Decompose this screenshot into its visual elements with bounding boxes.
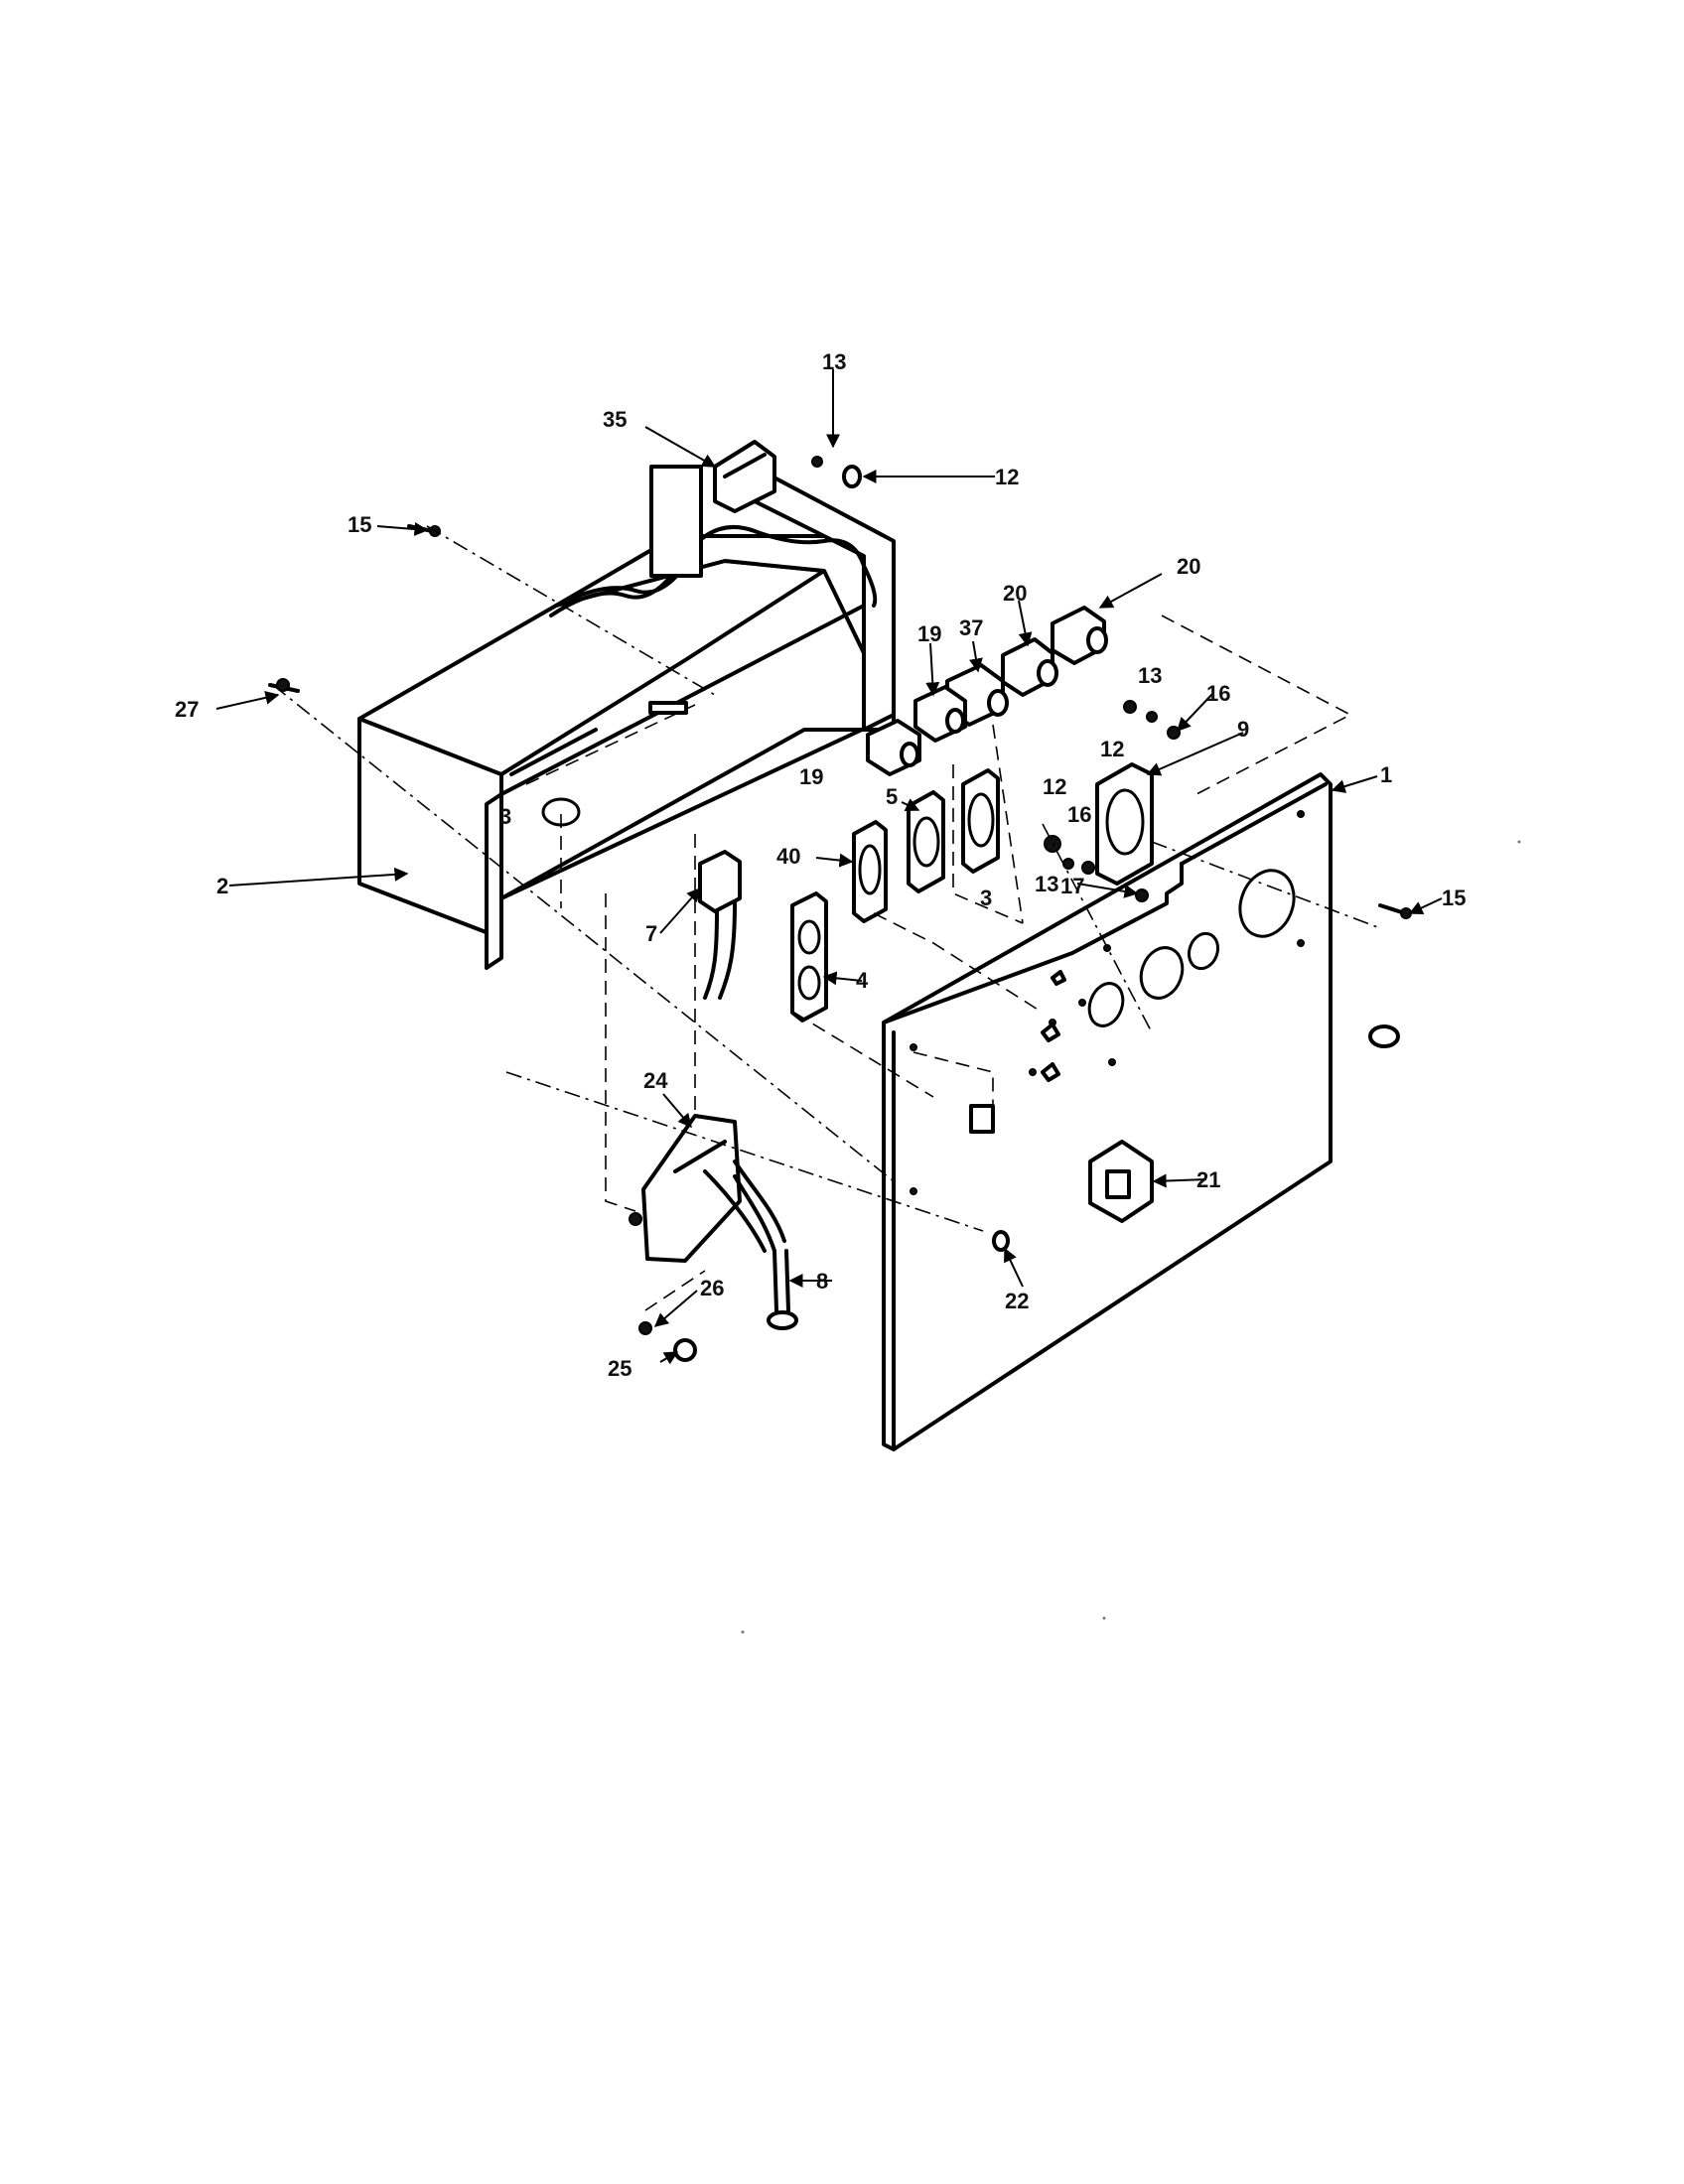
label-27: 27 (175, 697, 199, 722)
label-13-mid: 13 (1035, 872, 1058, 896)
knob-right (1368, 1024, 1400, 1048)
socket-20-right (1051, 606, 1108, 665)
label-5-num: 5 (886, 784, 898, 809)
receptacle-40 (852, 820, 888, 923)
speck (741, 1630, 745, 1634)
label-24: 24 (643, 1068, 668, 1093)
receptacle-9 (1095, 762, 1154, 886)
label-13-top: 13 (822, 349, 846, 374)
label-2: 2 (216, 874, 228, 898)
label-19-lower: 19 (799, 764, 823, 789)
label-4: 4 (856, 968, 869, 993)
nut-12-top (842, 465, 862, 488)
leader-lines (215, 369, 1443, 1365)
label-40: 40 (776, 844, 800, 869)
screw-15-right (1378, 903, 1412, 919)
label-25: 25 (608, 1356, 632, 1381)
receptacle-4 (790, 891, 828, 1023)
label-1: 1 (1380, 762, 1392, 787)
cabinet-housing (357, 455, 896, 970)
part-number-labels: 13 35 12 15 20 20 19 37 13 16 12 9 1 27 … (175, 349, 1466, 1381)
washer-13-mid (1062, 858, 1074, 870)
label-35: 35 (603, 407, 627, 432)
connector-7 (698, 850, 742, 1000)
label-16-upper: 16 (1206, 681, 1230, 706)
label-13-mid-upper: 13 (1138, 663, 1162, 688)
screw-16-upper (1167, 726, 1181, 740)
explode-lines (272, 525, 1381, 1311)
label-19-upper: 19 (917, 621, 941, 646)
front-control-panel (882, 772, 1333, 1451)
washer-26 (638, 1321, 652, 1335)
switch-19-upper (913, 685, 967, 743)
label-20-right: 20 (1177, 554, 1200, 579)
label-12-top: 12 (995, 465, 1019, 489)
label-7: 7 (645, 921, 657, 946)
label-21: 21 (1196, 1167, 1220, 1192)
label-3-right: 3 (980, 886, 992, 910)
washer-13-mid-upper (1146, 711, 1158, 723)
label-22: 22 (1005, 1289, 1029, 1313)
label-15-left: 15 (348, 512, 371, 537)
label-12-mid: 12 (1043, 774, 1066, 799)
nut-12-mid-upper (1123, 700, 1137, 714)
receptacle-3 (961, 768, 1000, 874)
label-15-right: 15 (1442, 886, 1466, 910)
screw-16-mid (1081, 861, 1095, 875)
label-26: 26 (700, 1276, 724, 1300)
label-20-mid: 20 (1003, 581, 1027, 606)
speck (1517, 840, 1521, 844)
switch-19-lower (866, 719, 921, 776)
label-3-left: 3 (499, 804, 511, 829)
nut-25 (673, 1338, 697, 1362)
label-9: 9 (1237, 717, 1249, 742)
label-16-mid: 16 (1067, 802, 1091, 827)
label-8: 8 (816, 1269, 828, 1294)
label-37: 37 (959, 615, 983, 640)
label-17: 17 (1060, 874, 1084, 898)
label-12-mid-upper: 12 (1100, 737, 1124, 761)
speck (1102, 1616, 1106, 1620)
bracket-part-35 (713, 440, 776, 513)
socket-20-mid (1001, 637, 1058, 697)
terminal-block-24 (629, 1114, 798, 1330)
receptacle-5 (907, 790, 945, 893)
washer-13-top (811, 456, 823, 468)
nut-17 (1135, 888, 1149, 902)
grommet-21 (1088, 1140, 1154, 1223)
screw-22 (992, 1230, 1010, 1252)
